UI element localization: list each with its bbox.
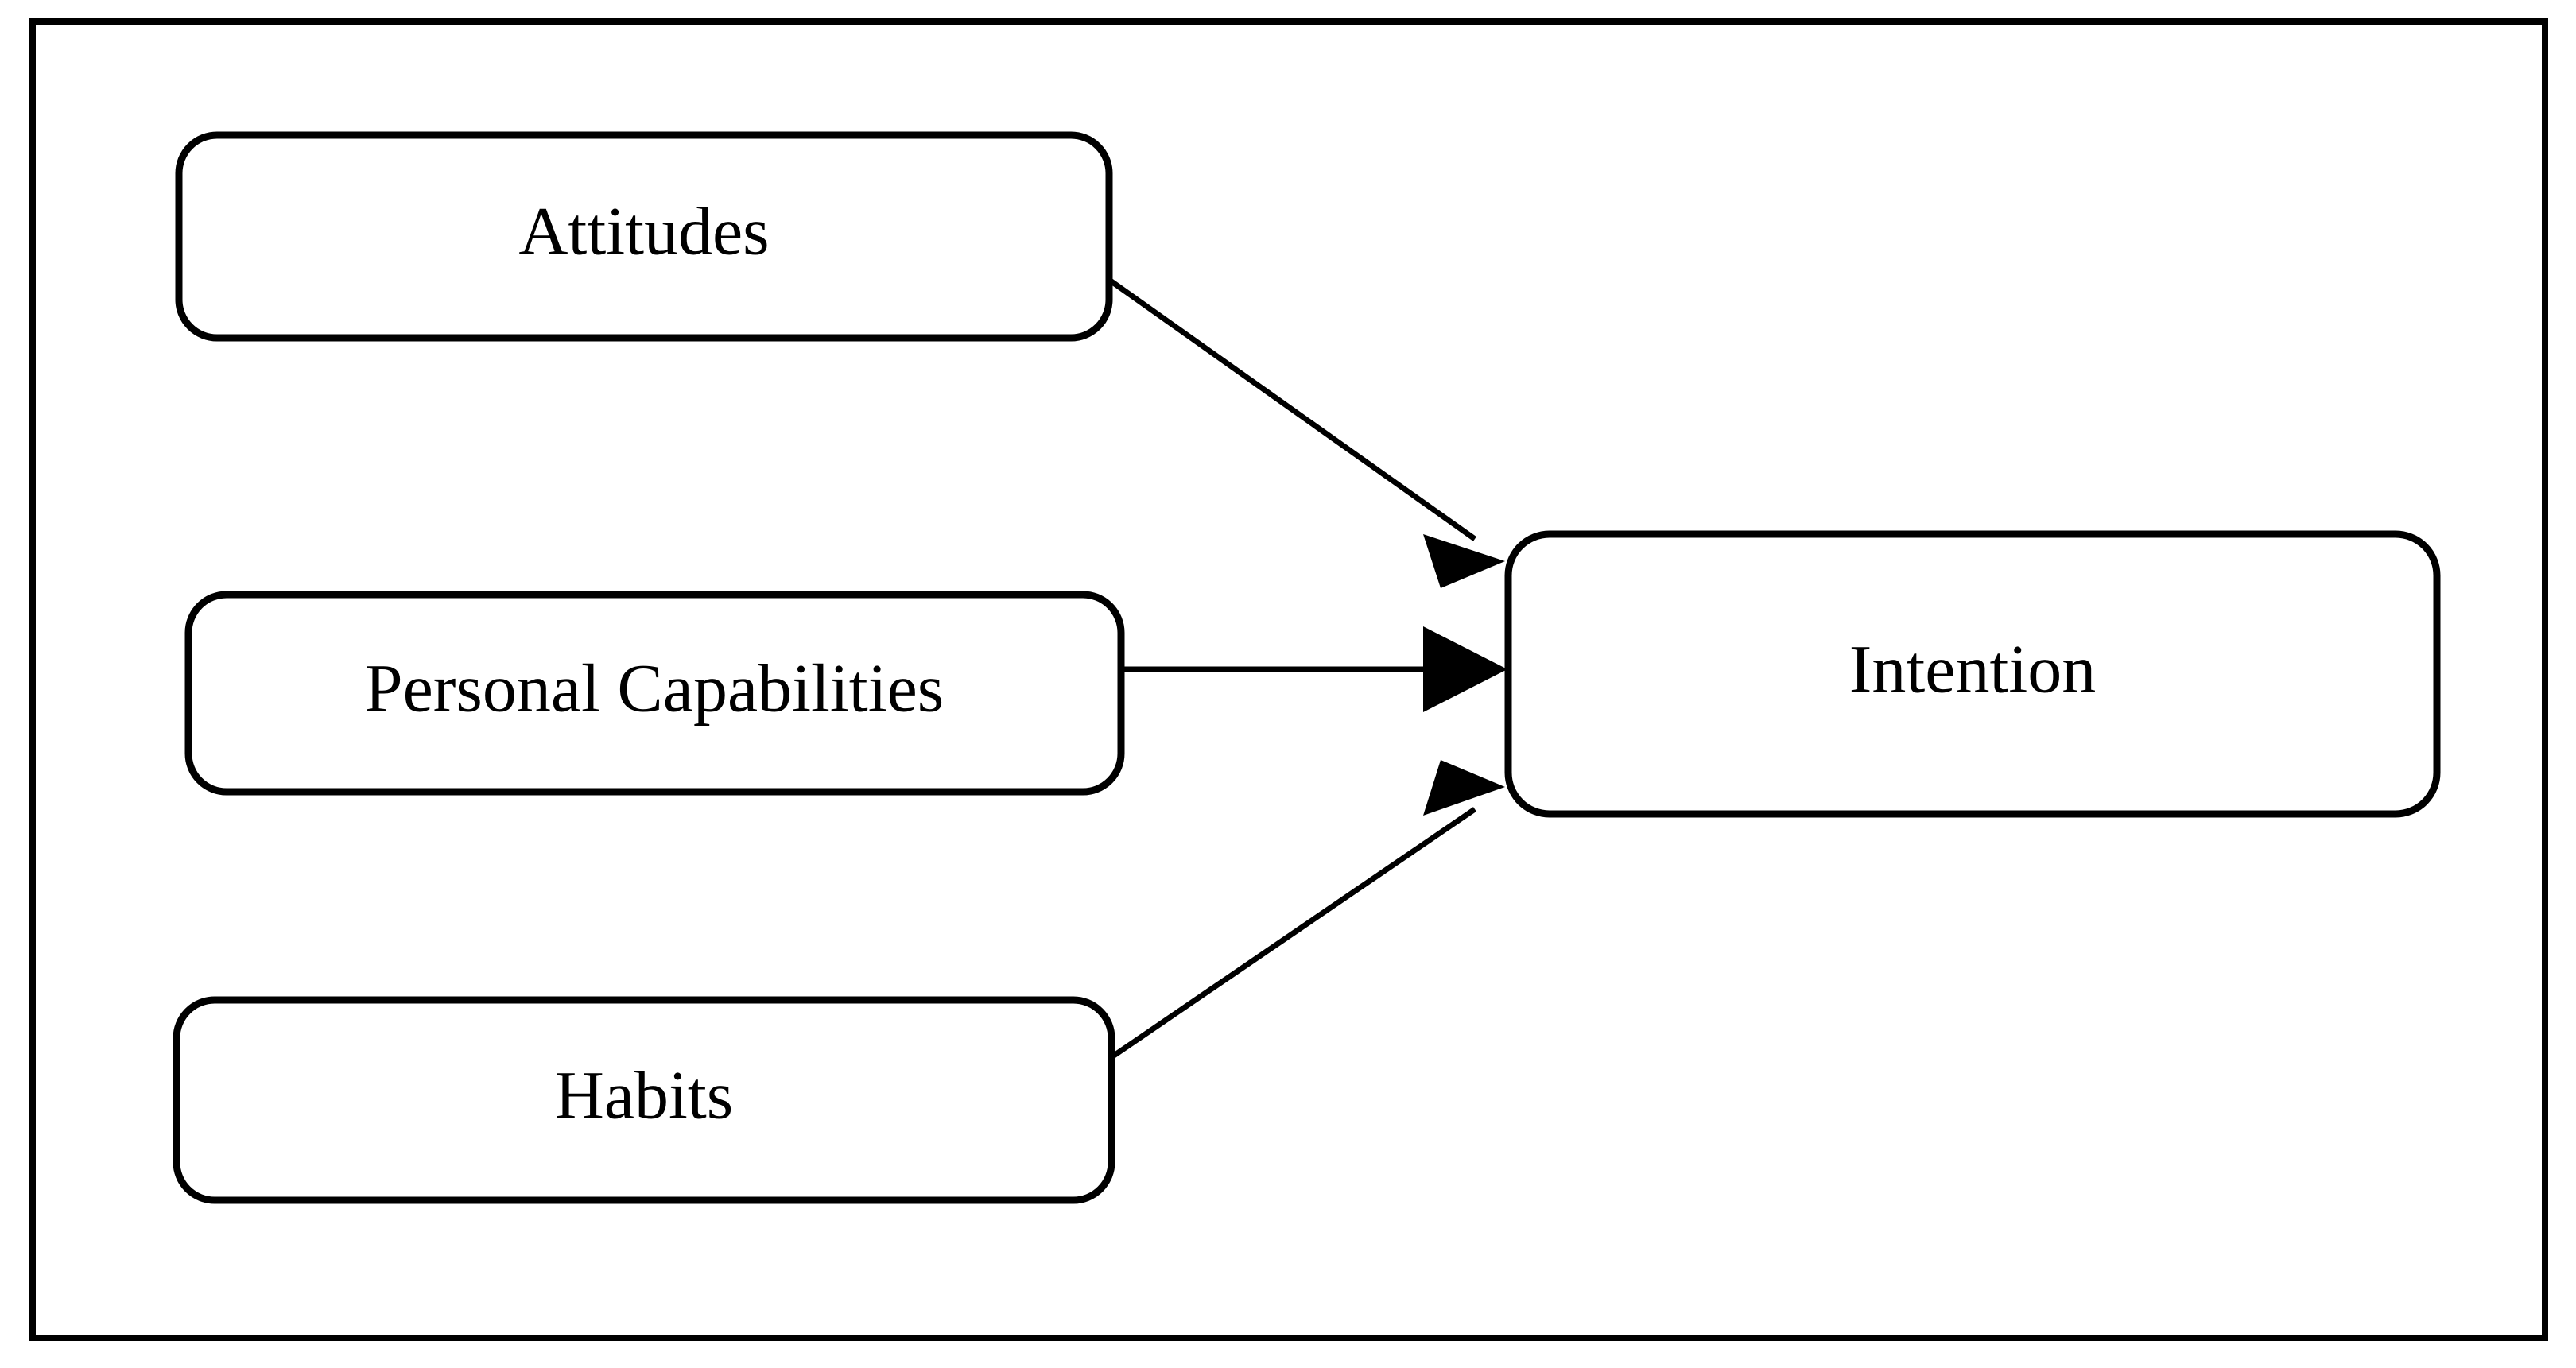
attitudes-label: Attitudes — [518, 193, 769, 269]
habits-to-intention-line — [1110, 807, 1476, 1060]
habits-box[interactable] — [173, 996, 1115, 1204]
attitudes-to-intention-line — [1107, 277, 1477, 541]
personal-capabilities-label: Personal Capabilities — [365, 650, 944, 727]
edge-attitudes-to-intention — [1107, 277, 1505, 588]
edge-habits-to-intention — [1110, 760, 1505, 1060]
attitudes-box[interactable] — [175, 131, 1113, 342]
personal-capabilities-to-intention-arrowhead — [1423, 626, 1507, 712]
intention-box[interactable] — [1504, 530, 2441, 818]
habits-label: Habits — [555, 1057, 734, 1134]
attitudes-to-intention-arrowhead — [1423, 534, 1505, 588]
node-intention[interactable]: Intention — [1504, 530, 2441, 818]
node-habits[interactable]: Habits — [173, 996, 1115, 1204]
habits-to-intention-arrowhead — [1423, 760, 1505, 816]
node-personal-capabilities[interactable]: Personal Capabilities — [184, 591, 1125, 796]
node-attitudes[interactable]: Attitudes — [175, 131, 1113, 342]
edge-personal-capabilities-to-intention — [1121, 626, 1507, 712]
intention-label: Intention — [1849, 631, 2097, 707]
personal-capabilities-box[interactable] — [184, 591, 1125, 796]
